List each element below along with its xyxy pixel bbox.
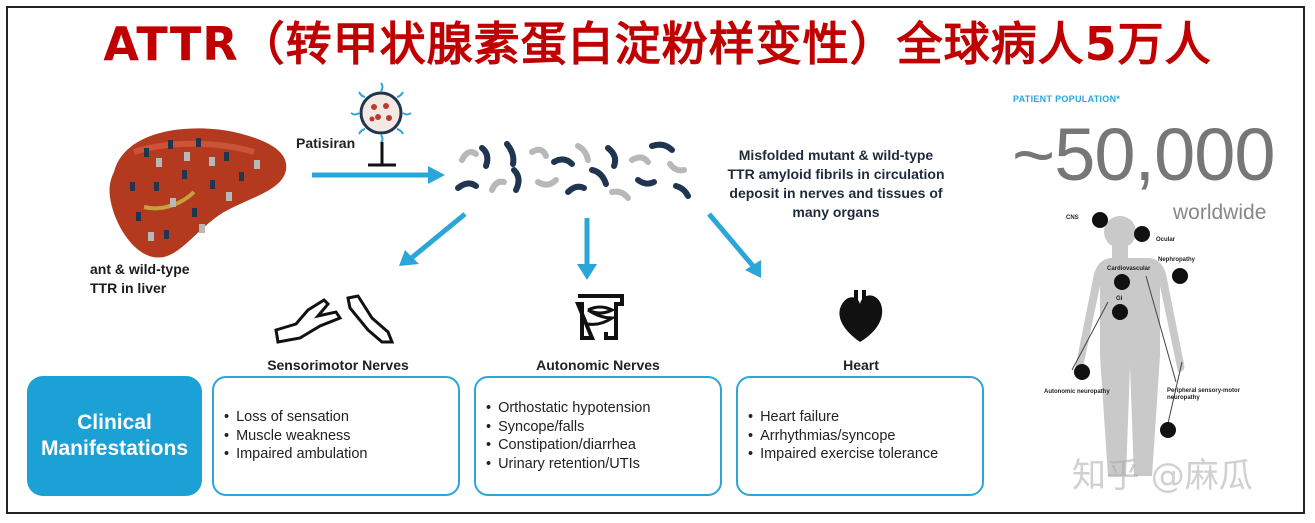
body-label-gi: GI xyxy=(1116,296,1123,302)
body-label-peripheral: Peripheral sensory-motor neuropathy xyxy=(1167,388,1240,402)
body-label-nephropathy: Nephropathy xyxy=(1158,257,1196,263)
organ-title-sensorimotor: Sensorimotor Nerves xyxy=(267,357,409,373)
liver-icon xyxy=(109,128,287,258)
human-body-icon xyxy=(1071,212,1188,476)
manifestation-item: Constipation/diarrhea xyxy=(486,436,650,455)
liver-caption: ant & wild-type TTR in liver xyxy=(90,260,290,298)
manifestation-item: Loss of sensation xyxy=(224,408,367,427)
body-label-ocular: Ocular xyxy=(1156,237,1176,243)
limb-nerves-icon xyxy=(274,294,395,344)
fibrils-description: Misfolded mutant & wild-type TTR amyloid… xyxy=(706,146,966,222)
patient-population-sub: worldwide xyxy=(1173,201,1267,224)
arrows-to-organs xyxy=(399,212,761,280)
clinical-manifestations-label: Clinical Manifestations xyxy=(27,376,202,496)
arrow-right-icon xyxy=(312,166,445,184)
body-label-cardiovascular: Cardiovascular xyxy=(1107,266,1151,272)
manifestation-item: Arrhythmias/syncope xyxy=(748,427,938,446)
patient-population-number: ~50,000 xyxy=(1012,113,1276,196)
liver-caption-line: TTR in liver xyxy=(90,280,167,296)
fibrils-line: many organs xyxy=(792,204,880,220)
sensorimotor-manifestations-box: Loss of sensation Muscle weakness Impair… xyxy=(212,376,460,496)
organ-title-autonomic: Autonomic Nerves xyxy=(536,357,660,373)
fibrils-icon xyxy=(455,141,691,201)
watermark: 知乎 @麻瓜 xyxy=(1072,456,1253,496)
slide-title: ATTR（转甲状腺素蛋白淀粉样变性）全球病人5万人 xyxy=(103,17,1212,71)
manifestation-item: Heart failure xyxy=(748,408,938,427)
autonomic-manifestations-box: Orthostatic hypotension Syncope/falls Co… xyxy=(474,376,722,496)
body-label-cns: CNS xyxy=(1066,215,1079,221)
intestine-icon xyxy=(575,294,624,340)
heart-manifestations-box: Heart failure Arrhythmias/syncope Impair… xyxy=(736,376,984,496)
manifestation-item: Urinary retention/UTIs xyxy=(486,455,650,474)
inhibition-icon xyxy=(368,142,396,167)
nanoparticle-icon xyxy=(350,82,412,144)
patient-population-label: PATIENT POPULATION* xyxy=(1013,94,1121,104)
body-label-peripheral-line: Peripheral sensory-motor xyxy=(1167,388,1241,394)
slide-frame xyxy=(6,6,1305,514)
body-label-peripheral-line: neuropathy xyxy=(1167,395,1200,401)
body-label-autonomic: Autonomic neuropathy xyxy=(1044,389,1110,395)
manifestation-item: Orthostatic hypotension xyxy=(486,399,650,418)
fibrils-line: deposit in nerves and tissues of xyxy=(729,185,943,201)
manifestation-item: Impaired ambulation xyxy=(224,445,367,464)
manifestation-item: Syncope/falls xyxy=(486,418,650,437)
manifestation-item: Impaired exercise tolerance xyxy=(748,445,938,464)
fibrils-line: TTR amyloid fibrils in circulation xyxy=(727,166,945,182)
patisiran-label: Patisiran xyxy=(296,135,356,151)
fibrils-line: Misfolded mutant & wild-type xyxy=(738,147,934,163)
organ-title-heart: Heart xyxy=(843,357,879,373)
manifestation-item: Muscle weakness xyxy=(224,427,367,446)
heart-icon xyxy=(839,290,883,342)
liver-caption-line: ant & wild-type xyxy=(90,261,190,277)
